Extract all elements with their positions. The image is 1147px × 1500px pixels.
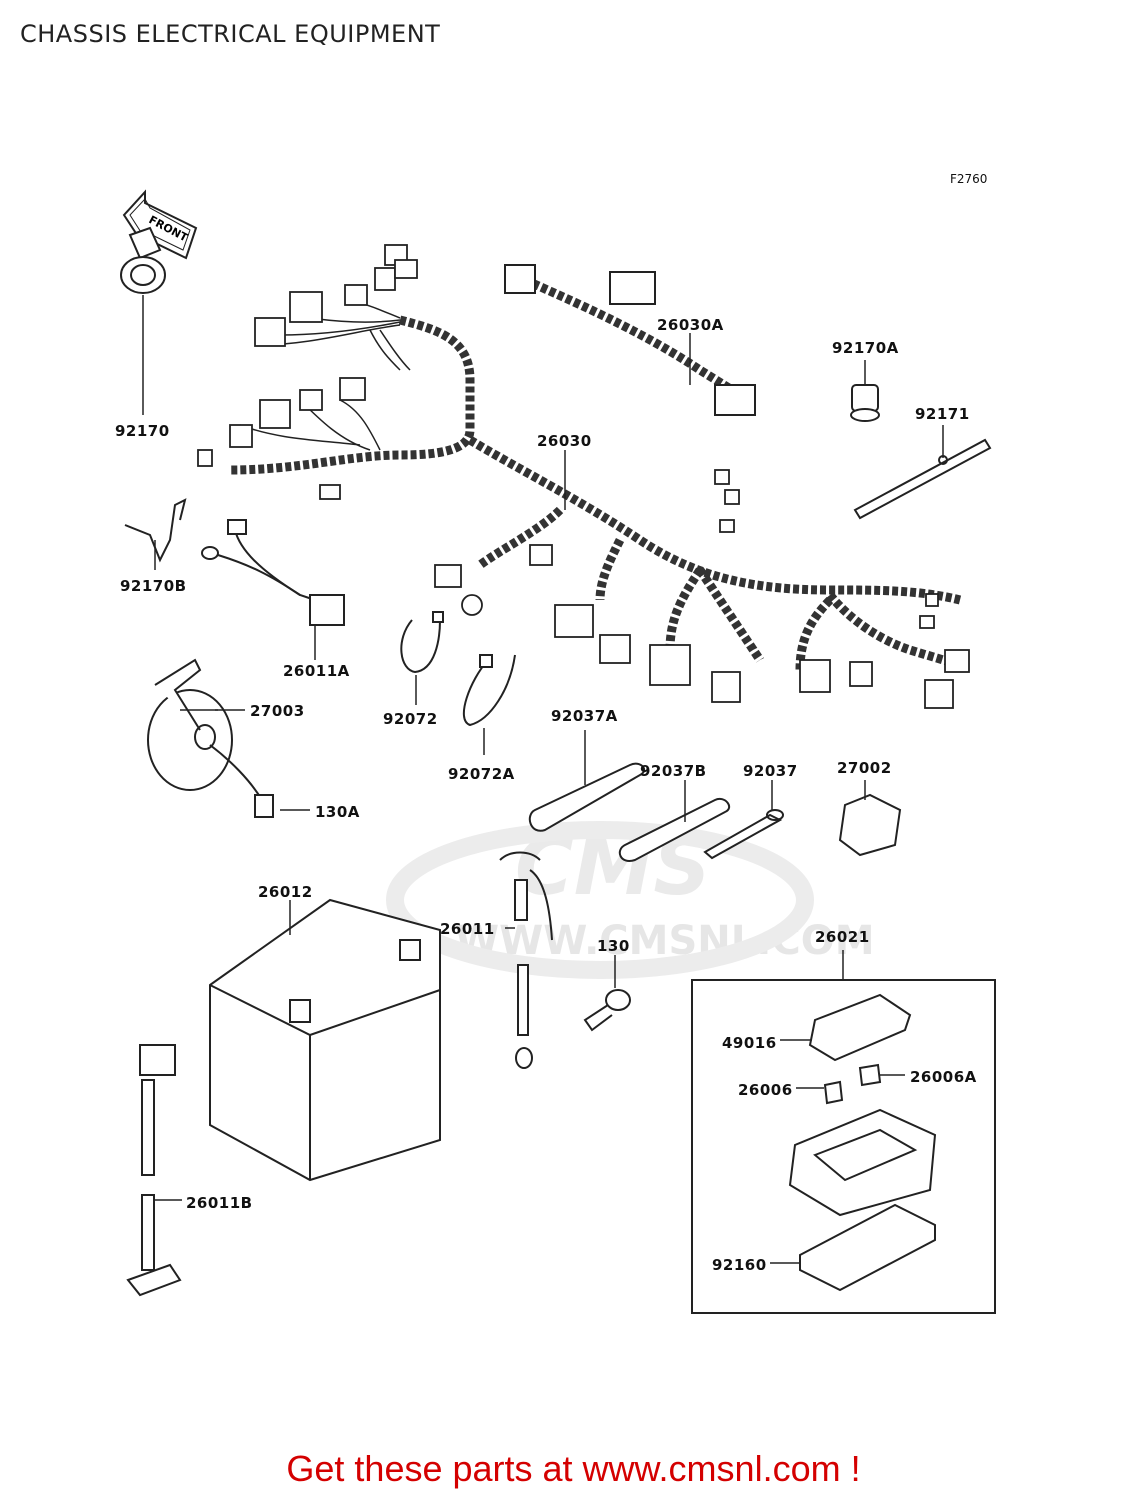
part-label-92037: 92037 bbox=[743, 762, 798, 780]
strap-92037B bbox=[618, 780, 731, 862]
part-label-26006A: 26006A bbox=[910, 1068, 977, 1086]
part-label-92170A: 92170A bbox=[832, 339, 899, 357]
battery-26012 bbox=[209, 898, 441, 1182]
strap-92037 bbox=[703, 780, 784, 860]
wiring-harness-26030A bbox=[504, 264, 756, 416]
part-label-26006: 26006 bbox=[738, 1081, 793, 1099]
wiring-harness-26030 bbox=[229, 315, 962, 671]
band-92072 bbox=[400, 611, 444, 705]
lead-26011 bbox=[499, 851, 553, 1069]
lead-26011A bbox=[201, 519, 345, 660]
part-label-92170: 92170 bbox=[115, 422, 170, 440]
band-92072A bbox=[462, 654, 516, 755]
part-label-49016: 49016 bbox=[722, 1034, 777, 1052]
part-label-26030: 26030 bbox=[537, 432, 592, 450]
relay-27002 bbox=[838, 780, 902, 857]
part-label-92072A: 92072A bbox=[448, 765, 515, 783]
clip-92170A bbox=[850, 360, 880, 422]
clip-92170B bbox=[124, 498, 187, 570]
part-label-130A: 130A bbox=[315, 803, 360, 821]
bolt-130 bbox=[583, 955, 631, 1032]
part-label-92037B: 92037B bbox=[640, 762, 707, 780]
part-label-92160: 92160 bbox=[712, 1256, 767, 1274]
page-title: CHASSIS ELECTRICAL EQUIPMENT bbox=[20, 20, 441, 48]
part-label-26011B: 26011B bbox=[186, 1194, 253, 1212]
promo-link[interactable]: Get these parts at www.cmsnl.com ! bbox=[286, 1448, 861, 1489]
part-label-27002: 27002 bbox=[837, 759, 892, 777]
part-label-92171: 92171 bbox=[915, 405, 970, 423]
leader-lines bbox=[180, 333, 691, 711]
part-label-26011: 26011 bbox=[440, 920, 495, 938]
part-label-92037A: 92037A bbox=[551, 707, 618, 725]
part-label-130: 130 bbox=[597, 937, 630, 955]
junction-box-26021 bbox=[691, 950, 996, 1314]
figure-code: F2760 bbox=[950, 172, 988, 186]
watermark-oval bbox=[386, 821, 814, 979]
part-label-26012: 26012 bbox=[258, 883, 313, 901]
horn-27003 bbox=[147, 658, 310, 818]
part-label-92072: 92072 bbox=[383, 710, 438, 728]
harness-connectors-right bbox=[434, 469, 970, 709]
part-label-26030A: 26030A bbox=[657, 316, 724, 334]
tie-band-92171 bbox=[853, 425, 992, 520]
lead-26011B bbox=[126, 1044, 182, 1297]
strap-92037A bbox=[528, 730, 646, 832]
harness-connectors bbox=[197, 244, 418, 500]
part-label-26021: 26021 bbox=[815, 928, 870, 946]
part-label-26011A: 26011A bbox=[283, 662, 350, 680]
part-label-27003: 27003 bbox=[250, 702, 305, 720]
clamp-92170 bbox=[120, 226, 166, 415]
part-label-92170B: 92170B bbox=[120, 577, 187, 595]
